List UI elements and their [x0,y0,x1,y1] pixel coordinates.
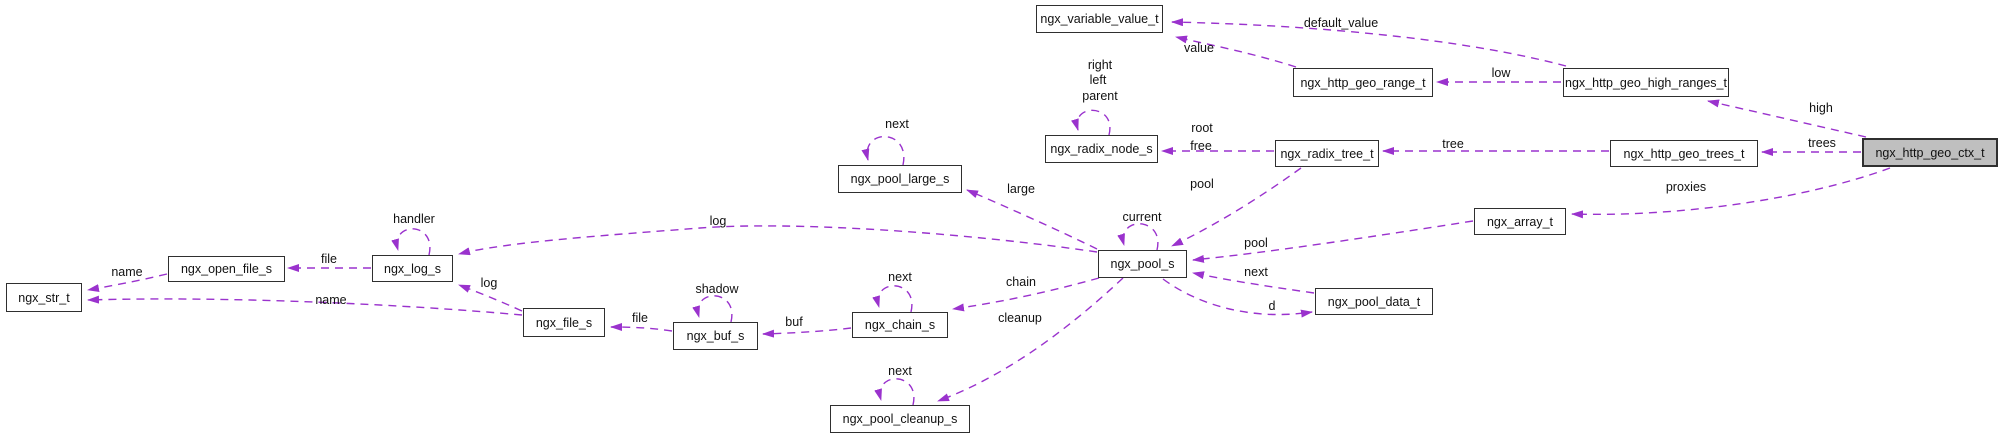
edge-high [1707,99,1867,138]
node-ngx-pool-cleanup-s[interactable]: ngx_pool_cleanup_s [830,405,970,433]
node-ngx-chain-s[interactable]: ngx_chain_s [852,312,948,338]
edge-value [1175,35,1297,68]
edge-pool-from-radix-tree [1171,167,1302,247]
edge-label-free: free [1190,139,1212,153]
edge-label-shadow: shadow [695,282,739,296]
edge-label-low: low [1491,66,1511,80]
node-ngx-pool-s[interactable]: ngx_pool_s [1098,250,1187,278]
edge-label-cleanup: cleanup [998,311,1042,325]
edge-label-current: current [1122,210,1162,224]
edge-next-large-loop [861,135,905,166]
node-ngx-str-t[interactable]: ngx_str_t [6,283,82,312]
edge-chain [952,277,1100,312]
edge-handler-loop [391,228,431,256]
edge-label-file-log: file [321,252,337,266]
edge-large [966,189,1098,250]
edge-next-from-pool-data [1192,271,1315,294]
edge-proxies [1571,167,1891,219]
node-ngx-http-geo-trees-t[interactable]: ngx_http_geo_trees_t [1610,140,1758,167]
edge-label-left: left [1089,73,1107,87]
edge-current-loop [1117,223,1159,251]
node-ngx-pool-large-s[interactable]: ngx_pool_large_s [838,165,962,193]
edge-label-log-pool: log [709,214,727,228]
edge-label-high: high [1809,101,1833,115]
edge-cleanup [937,277,1124,402]
edge-label-chain: chain [1006,275,1036,289]
edge-label-trees: trees [1808,136,1836,150]
node-ngx-radix-node-s[interactable]: ngx_radix_node_s [1045,135,1158,163]
edge-d [1162,278,1313,318]
edge-default-value [1171,18,1567,67]
edge-pool-from-array [1192,220,1474,263]
edge-label-name-open: name [111,265,143,279]
edge-file-from-buf [610,323,673,332]
edge-buf [762,327,852,338]
edge-next-cleanup-loop [874,378,915,406]
edge-label-value: value [1184,41,1214,55]
edge-label-tree: tree [1442,137,1464,151]
edge-label-file-buf: file [632,311,648,325]
edge-label-large: large [1007,182,1035,196]
edge-name-from-open-file [87,273,168,292]
edge-label-proxies: proxies [1665,180,1707,194]
node-ngx-open-file-s[interactable]: ngx_open_file_s [168,256,285,282]
edge-label-d: d [1268,299,1276,313]
edge-next-chain-loop [872,285,913,313]
edge-right-left-parent [1071,109,1111,136]
edge-label-buf: buf [785,315,803,329]
edge-label-pool-radix: pool [1190,177,1214,191]
node-ngx-http-geo-range-t[interactable]: ngx_http_geo_range_t [1293,68,1433,97]
node-ngx-buf-s[interactable]: ngx_buf_s [673,322,758,350]
node-ngx-radix-tree-t[interactable]: ngx_radix_tree_t [1275,140,1379,167]
node-ngx-http-geo-ctx-t: ngx_http_geo_ctx_t [1862,138,1998,167]
edge-label-parent: parent [1082,89,1118,103]
edge-label-right: right [1087,58,1113,72]
edge-label-next-large: next [885,117,909,131]
edge-label-root: root [1191,121,1213,135]
edge-label-next-data: next [1244,265,1268,279]
edge-log-from-pool [458,225,1098,256]
edge-label-pool-array: pool [1244,236,1268,250]
edge-label-name-file: name [315,293,347,307]
edge-label-handler: handler [393,212,435,226]
node-ngx-array-t[interactable]: ngx_array_t [1474,208,1566,235]
node-ngx-log-s[interactable]: ngx_log_s [372,255,453,282]
edge-shadow-loop [692,295,733,323]
node-ngx-pool-data-t[interactable]: ngx_pool_data_t [1315,288,1433,315]
edge-label-log-file: log [480,276,498,290]
edge-name-from-file [87,295,523,316]
node-ngx-http-geo-high-ranges-t[interactable]: ngx_http_geo_high_ranges_t [1563,68,1729,97]
edge-label-next-chain: next [888,270,912,284]
node-ngx-variable-value-t[interactable]: ngx_variable_value_t [1036,5,1163,33]
edge-label-default-value: default_value [1303,16,1379,30]
edge-log-from-file [458,284,523,312]
node-ngx-file-s[interactable]: ngx_file_s [523,308,605,337]
edge-label-next-cleanup: next [888,364,912,378]
